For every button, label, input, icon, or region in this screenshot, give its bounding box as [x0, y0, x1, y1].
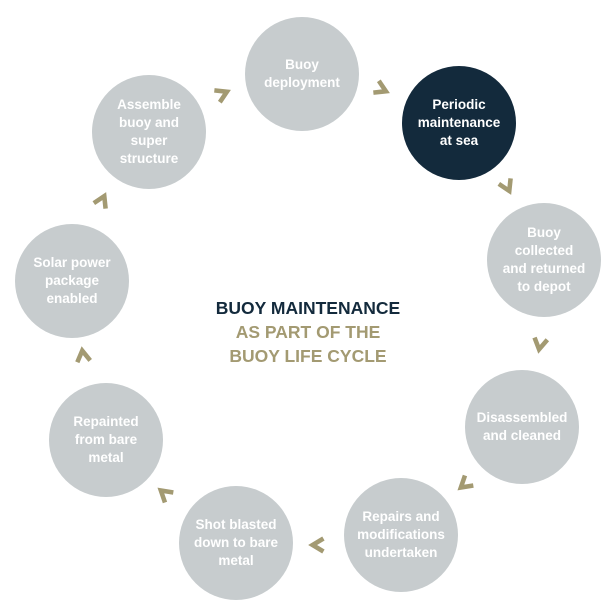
diagram-title: BUOY MAINTENANCE AS PART OF THE BUOY LIF…: [158, 296, 458, 368]
node-label: Assemble buoy and super structure: [117, 97, 181, 166]
node-repainted: Repainted from bare metal: [49, 383, 163, 497]
node-label: Shot blasted down to bare metal: [194, 517, 278, 568]
title-line-2: AS PART OF THE: [235, 322, 381, 342]
node-label: Periodic maintenance at sea: [417, 97, 501, 148]
arrow-icon: [532, 336, 550, 354]
arrow-icon: [457, 474, 474, 491]
arrow-icon: [497, 178, 513, 195]
node-label: Solar power package enabled: [33, 255, 111, 306]
node-shot-blasted: Shot blasted down to bare metal: [179, 486, 293, 600]
node-buoy-deployment: Buoy deployment: [245, 17, 359, 131]
arrow-icon: [75, 346, 92, 364]
node-label: Buoy collected and returned to depot: [502, 225, 586, 294]
title-line-3: BUOY LIFE CYCLE: [229, 346, 387, 366]
node-label: Disassembled and cleaned: [476, 410, 568, 443]
node-solar-power: Solar power package enabled: [15, 224, 129, 338]
node-disassembled: Disassembled and cleaned: [465, 370, 579, 484]
title-line-1: BUOY MAINTENANCE: [215, 298, 401, 318]
arrow-icon: [157, 487, 174, 504]
node-periodic-maintenance: Periodic maintenance at sea: [402, 66, 516, 180]
arrow-icon: [92, 192, 108, 209]
node-buoy-collected: Buoy collected and returned to depot: [487, 203, 601, 317]
node-label: Repainted from bare metal: [73, 414, 139, 465]
node-label: Buoy deployment: [264, 57, 340, 90]
node-repairs: Repairs and modifications undertaken: [344, 478, 458, 592]
node-assemble: Assemble buoy and super structure: [92, 75, 206, 189]
arrow-icon: [308, 536, 325, 554]
arrow-icon: [373, 79, 390, 95]
node-label: Repairs and modifications undertaken: [357, 509, 445, 560]
arrow-icon: [214, 88, 231, 104]
